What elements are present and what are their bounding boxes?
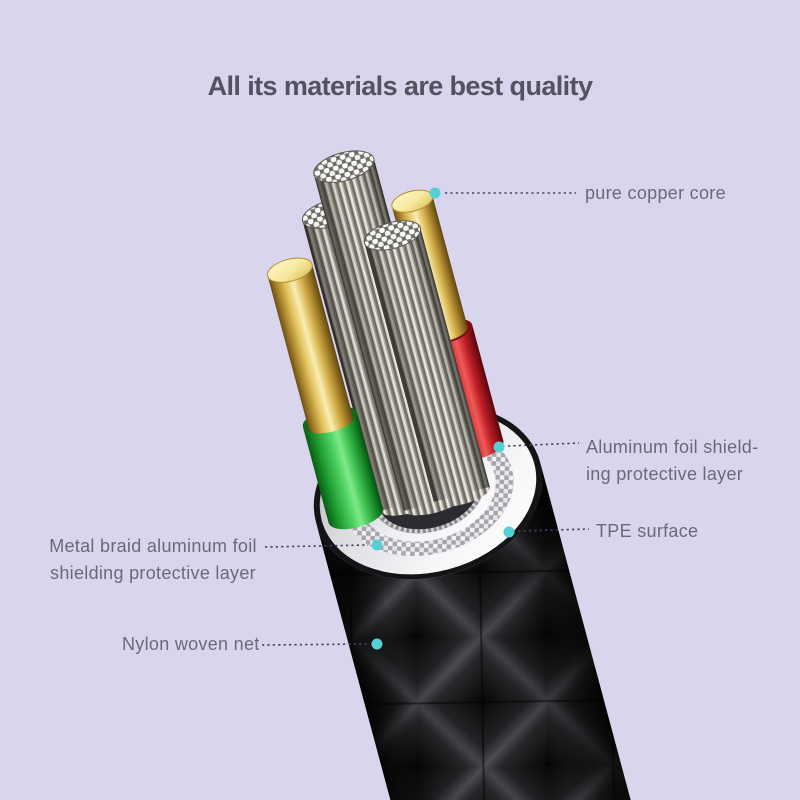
leader-metal-braid (264, 544, 369, 548)
callout-leader-lines (261, 192, 590, 646)
callout-metal-braid: Metal braid aluminum foil shielding prot… (28, 533, 278, 587)
dot-nylon-woven-net (371, 638, 383, 650)
leader-tpe-surface (517, 528, 590, 532)
callout-label-line1: Aluminum foil shield- (586, 437, 759, 457)
leader-aluminum-foil (507, 442, 580, 447)
callout-tpe-surface: TPE surface (596, 518, 698, 545)
dot-metal-braid (371, 539, 383, 551)
dot-pure-copper-core (429, 187, 441, 199)
leader-nylon-woven-net (261, 643, 369, 646)
callout-label: TPE surface (596, 521, 699, 541)
callout-label: Nylon woven net (122, 634, 260, 654)
callout-nylon-woven-net: Nylon woven net (122, 631, 260, 658)
copper-core-green (267, 264, 353, 429)
callout-label-line2: ing protective layer (586, 464, 744, 484)
callout-label-line2: shielding protective layer (50, 563, 256, 583)
dot-tpe-surface (503, 526, 515, 538)
green-insulation (302, 412, 383, 530)
jacket-edge-shading (315, 461, 649, 800)
dot-aluminum-foil (493, 441, 505, 453)
copper-core-green-top (266, 257, 313, 283)
callout-pure-copper-core: pure copper core (585, 180, 726, 207)
green-insulated-wire (266, 257, 383, 530)
callout-label: pure copper core (585, 183, 726, 203)
callout-marker-dots (371, 187, 515, 650)
cable-assembly (266, 150, 649, 800)
callout-label-line1: Metal braid aluminum foil (49, 536, 257, 556)
page-title: All its materials are best quality (207, 71, 593, 101)
wire-bundle-right (363, 220, 490, 507)
callout-aluminum-foil: Aluminum foil shield- ing protective lay… (586, 434, 758, 488)
